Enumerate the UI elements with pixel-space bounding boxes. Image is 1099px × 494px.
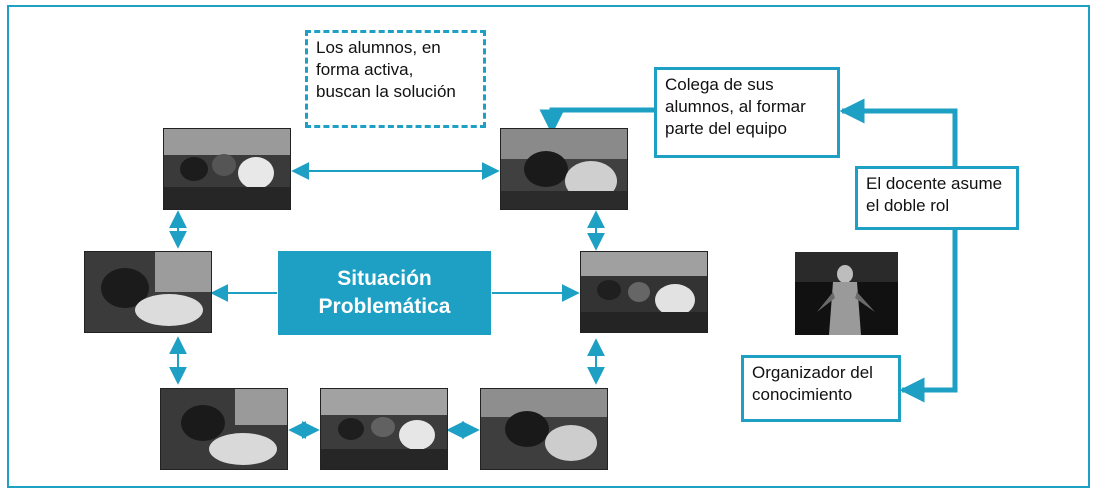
organizer-box: Organizador del conocimiento: [741, 355, 901, 422]
students-note: Los alumnos, en forma activa, buscan la …: [305, 30, 486, 128]
photo-teacher: [795, 252, 898, 335]
arrow-teacher-to-colleague: [839, 98, 958, 166]
center-line-1: Situación: [337, 267, 432, 290]
photo-students-bottom-right: [480, 388, 608, 470]
teacher-line-1: El docente asume: [866, 174, 1003, 193]
teacher-line-2: el doble rol: [866, 196, 950, 215]
students-note-line-1: Los alumnos, en: [316, 38, 441, 57]
organizer-line-2: conocimiento: [752, 385, 853, 404]
diagram-frame: [7, 5, 1090, 488]
colleague-line-1: Colega de sus: [665, 75, 774, 94]
center-line-2: Problemática: [318, 295, 451, 318]
photo-students-top-left: [163, 128, 291, 210]
students-note-line-2: forma activa,: [316, 60, 414, 79]
photo-students-middle-left: [84, 251, 212, 333]
organizer-line-1: Organizador del: [752, 363, 873, 382]
colleague-box: Colega de sus alumnos, al formar parte d…: [654, 67, 840, 158]
photo-students-bottom-center: [320, 388, 448, 470]
students-note-line-3: buscan la solución: [316, 82, 456, 101]
arrow-colleague-to-photo: [539, 107, 657, 135]
photo-students-bottom-left: [160, 388, 288, 470]
colleague-line-2: alumnos, al formar: [665, 97, 806, 116]
photo-students-middle-right: [580, 251, 708, 333]
colleague-line-3: parte del equipo: [665, 119, 787, 138]
teacher-role-box: El docente asume el doble rol: [855, 166, 1019, 230]
photo-students-top-right: [500, 128, 628, 210]
arrow-teacher-to-organizer: [899, 230, 958, 403]
center-problem-situation: Situación Problemática: [278, 251, 491, 335]
